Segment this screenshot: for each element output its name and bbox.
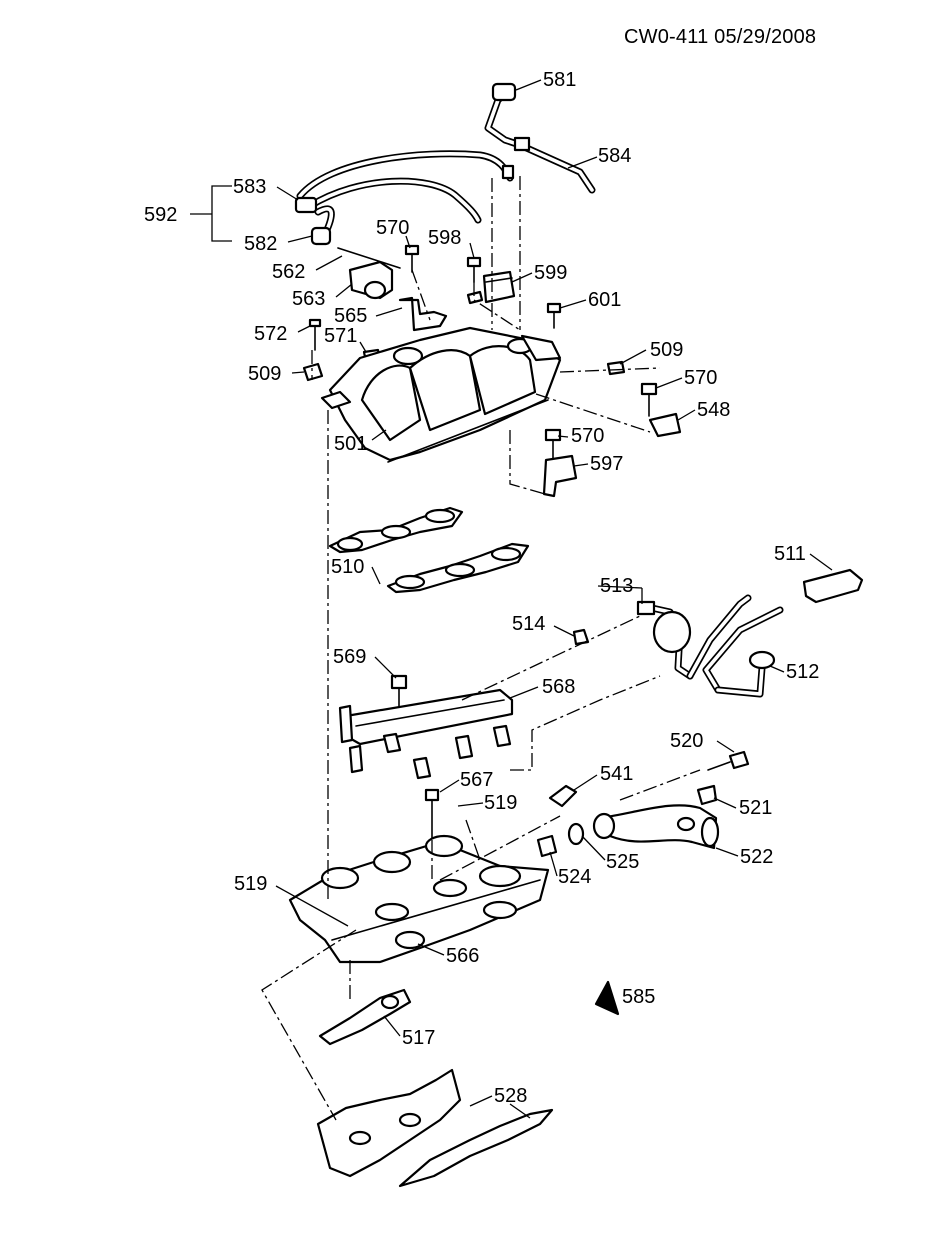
brackets — [398, 296, 682, 498]
callout-584: 584 — [598, 145, 631, 167]
callout-565: 565 — [334, 305, 367, 327]
callout-510: 510 — [331, 556, 364, 578]
alignment-centerlines — [261, 176, 701, 1121]
callout-572: 572 — [254, 323, 287, 345]
callout-541: 541 — [600, 763, 633, 785]
callout-501: 501 — [334, 433, 367, 455]
group-brace-592 — [190, 185, 232, 242]
vacuum-hose-assembly — [294, 82, 596, 246]
callout-528: 528 — [494, 1085, 527, 1107]
callout-582: 582 — [244, 233, 277, 255]
callout-592: 592 — [144, 204, 177, 226]
upper-intake-plenum-501 — [320, 326, 562, 463]
callout-519-upper: 519 — [484, 792, 517, 814]
callout-585: 585 — [622, 986, 655, 1008]
callout-512: 512 — [786, 661, 819, 683]
callout-568: 568 — [542, 676, 575, 698]
lower-intake-manifold-566 — [288, 834, 550, 964]
north-arrow-icon — [594, 980, 620, 1016]
callout-525: 525 — [606, 851, 639, 873]
gaskets-510 — [328, 506, 530, 594]
callout-509-left: 509 — [248, 363, 281, 385]
parts-517-528 — [316, 988, 554, 1188]
fuel-line-assembly — [572, 568, 864, 698]
sensor-563 — [337, 247, 401, 300]
callout-514: 514 — [512, 613, 545, 635]
solenoid-599 — [466, 270, 516, 305]
callout-569: 569 — [333, 646, 366, 668]
callout-599: 599 — [534, 262, 567, 284]
callout-519-lower: 519 — [234, 873, 267, 895]
callout-581: 581 — [543, 69, 576, 91]
callout-570-lower: 570 — [571, 425, 604, 447]
callout-522: 522 — [740, 846, 773, 868]
callout-570-top: 570 — [376, 217, 409, 239]
callout-567: 567 — [460, 769, 493, 791]
fuel-rail-568 — [338, 688, 514, 780]
callout-563: 563 — [292, 288, 325, 310]
callout-583: 583 — [233, 176, 266, 198]
callout-511: 511 — [774, 543, 806, 565]
document-code: CW0-411 05/29/2008 — [624, 26, 817, 48]
callout-598: 598 — [428, 227, 461, 249]
callout-570-right: 570 — [684, 367, 717, 389]
callout-513: 513 — [600, 575, 633, 597]
callout-601: 601 — [588, 289, 621, 311]
callout-597: 597 — [590, 453, 623, 475]
callout-520: 520 — [670, 730, 703, 752]
leader-lines — [275, 79, 833, 1119]
callout-562: 562 — [272, 261, 305, 283]
callout-521: 521 — [739, 797, 772, 819]
callout-548: 548 — [697, 399, 730, 421]
callout-524: 524 — [558, 866, 591, 888]
callout-labels: 581 584 583 592 582 570 598 599 562 563 … — [144, 69, 819, 1107]
callout-509-right: 509 — [650, 339, 683, 361]
callout-571: 571 — [324, 325, 357, 347]
water-outlet-assembly — [536, 784, 720, 858]
callout-517: 517 — [402, 1027, 435, 1049]
callout-566: 566 — [446, 945, 479, 967]
